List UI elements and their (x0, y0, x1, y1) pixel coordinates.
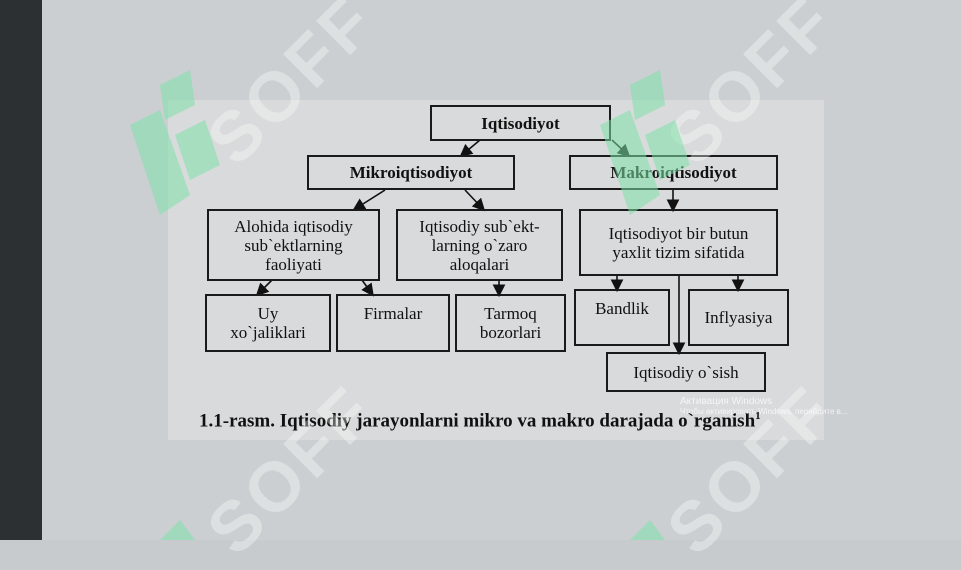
node-macro-system: Iqtisodiyot bir butun yaxlit tizim sifat… (579, 209, 778, 276)
watermark-logo (160, 520, 195, 540)
node-growth: Iqtisodiy o`sish (606, 352, 766, 392)
windows-activation-notice: Активация Windows Чтобы активировать Win… (680, 396, 848, 416)
arrow-micro-b (464, 189, 486, 212)
caption-footnote: 1 (755, 410, 761, 422)
node-firms: Firmalar (336, 294, 450, 352)
watermark-logo (130, 70, 220, 215)
watermark-logo (630, 520, 665, 540)
node-markets: Tarmoq bozorlari (455, 294, 566, 352)
activation-subtitle: Чтобы активировать Windows, перейдите в.… (680, 407, 848, 416)
left-dark-strip (0, 0, 42, 540)
caption-text: 1.1-rasm. Iqtisodiy jarayonlarni mikro v… (199, 410, 756, 432)
node-micro-individual: Alohida iqtisodiy sub`ektlarning faoliya… (207, 209, 380, 281)
watermark-logo (600, 70, 690, 215)
node-households: Uy xo`jaliklari (205, 294, 331, 352)
node-root: Iqtisodiyot (430, 105, 611, 141)
arrow-micro-a (352, 189, 386, 211)
node-employment: Bandlik (574, 289, 670, 346)
arrow-firmalar (361, 279, 374, 297)
activation-title: Активация Windows (680, 396, 773, 407)
arrow-uy (255, 279, 273, 297)
arrow-root-micro (459, 139, 481, 158)
figure-caption: 1.1-rasm. Iqtisodiy jarayonlarni mikro v… (199, 410, 761, 432)
node-inflation: Inflyasiya (688, 289, 789, 346)
node-micro: Mikroiqtisodiyot (307, 155, 515, 190)
node-micro-relations: Iqtisodiy sub`ekt- larning o`zaro aloqal… (396, 209, 563, 281)
